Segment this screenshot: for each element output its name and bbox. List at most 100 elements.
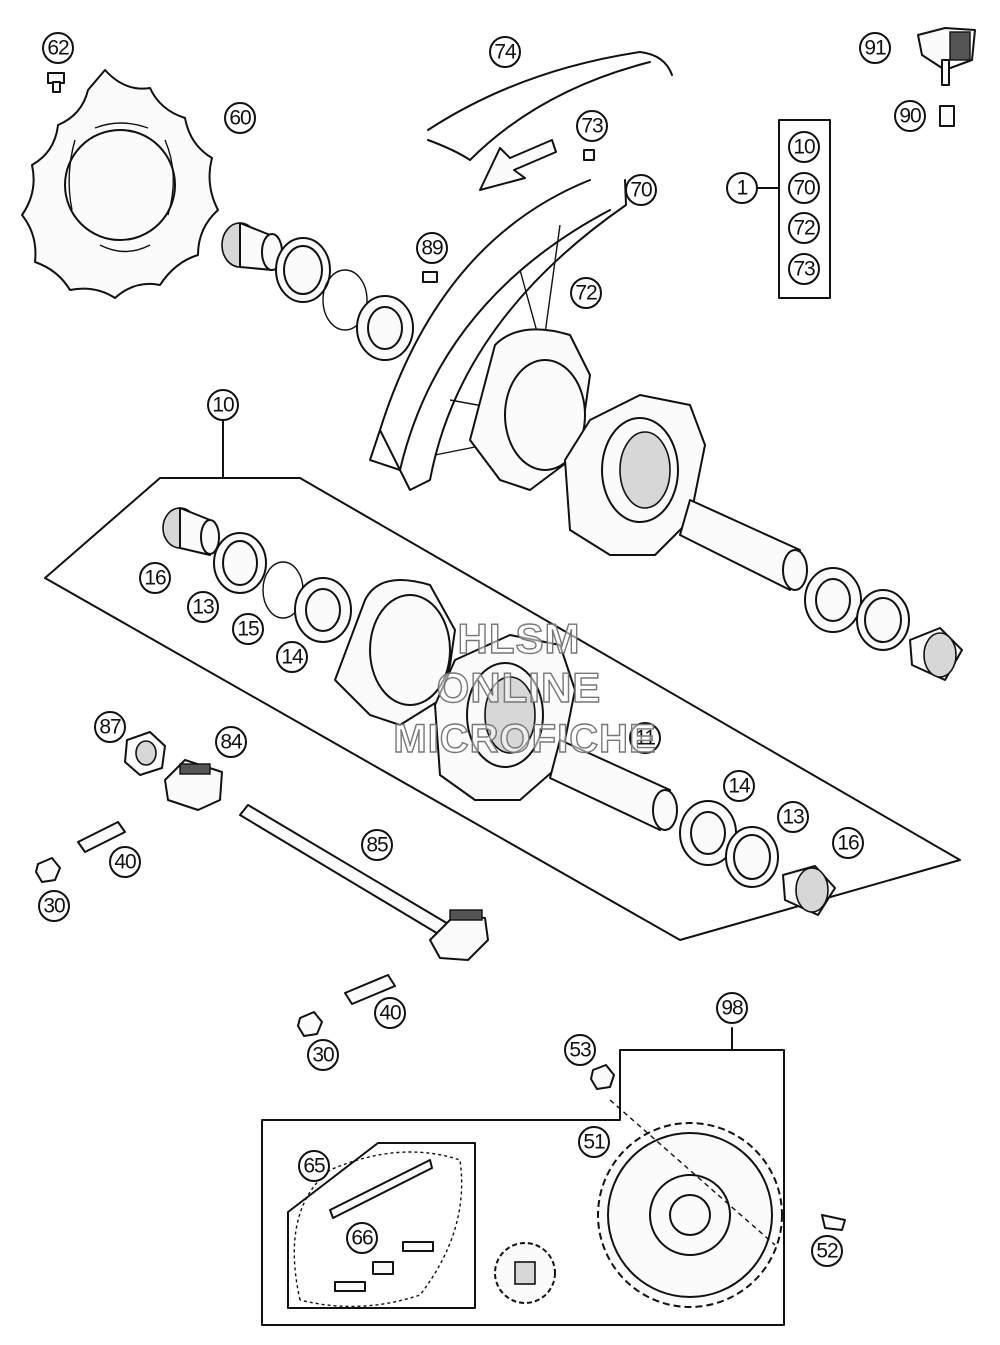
hub-group-outline (44, 419, 961, 941)
nut-53 (590, 1064, 615, 1090)
svg-text:73: 73 (581, 115, 603, 138)
callout-1: 1 (726, 172, 758, 204)
watermark: HLSM ONLINE MICROFICHE (393, 614, 657, 761)
nut-30-bottom (297, 1011, 323, 1037)
svg-text:66: 66 (351, 1227, 373, 1250)
svg-text:13: 13 (782, 806, 804, 829)
spacer-upper-right (909, 627, 963, 681)
sleeve-11 (549, 739, 678, 831)
callout-11: 11 (629, 722, 661, 754)
part-90 (939, 105, 955, 127)
chain-adjuster-84 (164, 759, 223, 811)
svg-text:85: 85 (366, 834, 388, 857)
callout-40-top: 40 (109, 846, 141, 878)
callout-90: 90 (894, 100, 926, 132)
svg-text:51: 51 (583, 1131, 605, 1154)
callout-14-right: 14 (723, 770, 755, 802)
callout-14-left: 14 (276, 641, 308, 673)
svg-text:87: 87 (99, 716, 121, 739)
svg-text:72: 72 (575, 282, 597, 305)
callout-kit-72: 72 (788, 212, 820, 244)
callout-16-left: 16 (139, 562, 171, 594)
svg-text:1: 1 (737, 177, 748, 200)
hub-11 (334, 579, 576, 801)
callout-72: 72 (570, 277, 602, 309)
callout-13-right: 13 (777, 801, 809, 833)
callout-87: 87 (94, 711, 126, 743)
callout-30-bottom: 30 (307, 1039, 339, 1071)
tire-74 (427, 51, 673, 161)
svg-text:10: 10 (212, 394, 234, 417)
svg-text:16: 16 (837, 832, 859, 855)
svg-text:30: 30 (43, 895, 65, 918)
seal-upper-left (275, 237, 331, 303)
callout-52: 52 (811, 1235, 843, 1267)
callout-kit-73: 73 (788, 253, 820, 285)
svg-text:16: 16 (144, 567, 166, 590)
callout-15: 15 (232, 613, 264, 645)
chain-65 (293, 1151, 463, 1308)
svg-text:11: 11 (635, 727, 655, 750)
svg-text:65: 65 (303, 1155, 325, 1178)
rear-sprocket-51 (597, 1099, 783, 1308)
tire-lever-91 (917, 27, 976, 86)
callout-74: 74 (489, 36, 521, 68)
rim-70 (369, 179, 627, 491)
callout-13-left: 13 (187, 591, 219, 623)
spacer-16-right (782, 865, 836, 916)
callout-98: 98 (716, 992, 748, 1024)
svg-text:14: 14 (281, 646, 304, 669)
kit-box (757, 119, 831, 299)
callout-65: 65 (298, 1150, 330, 1182)
callout-kit-10: 10 (788, 131, 820, 163)
front-sprocket (494, 1242, 556, 1304)
svg-text:53: 53 (569, 1039, 591, 1062)
brake-disc-60 (21, 69, 219, 299)
svg-text:52: 52 (816, 1240, 838, 1263)
hub-assembly-upper (469, 328, 706, 556)
svg-text:90: 90 (899, 105, 921, 128)
callout-60: 60 (224, 102, 256, 134)
callout-91: 91 (859, 32, 891, 64)
bearing-upper-right (804, 567, 862, 633)
svg-text:40: 40 (114, 851, 136, 874)
axle-85 (239, 804, 489, 961)
svg-text:15: 15 (237, 618, 259, 641)
callout-40-bottom: 40 (374, 997, 406, 1029)
nut-30-top (35, 857, 61, 883)
spacer-upper-left (221, 222, 283, 271)
svg-text:98: 98 (721, 997, 743, 1020)
svg-text:40: 40 (379, 1002, 401, 1025)
callout-89: 89 (416, 232, 448, 264)
bearing-14-right (679, 800, 737, 866)
watermark-line-2: ONLINE (437, 664, 602, 711)
seal-upper-right (856, 589, 910, 651)
svg-text:62: 62 (47, 37, 69, 60)
rotation-arrow (479, 139, 557, 191)
svg-text:60: 60 (229, 107, 251, 130)
axle-nut-87 (124, 731, 166, 776)
seal-13-right (725, 826, 779, 888)
callout-30-top: 30 (38, 890, 70, 922)
chain-link-66 (334, 1241, 434, 1292)
sleeve-upper-right (679, 499, 808, 591)
svg-text:84: 84 (220, 731, 243, 754)
nipple-89 (422, 271, 438, 283)
callout-53: 53 (564, 1034, 596, 1066)
svg-text:10: 10 (793, 136, 815, 159)
callout-10: 10 (207, 389, 239, 421)
svg-text:13: 13 (192, 596, 214, 619)
bolt-52 (821, 1214, 846, 1231)
bearing-upper-left (356, 295, 414, 361)
watermark-line-3: MICROFICHE (393, 717, 656, 761)
svg-text:74: 74 (494, 41, 517, 64)
svg-text:30: 30 (312, 1044, 334, 1067)
bolt-62 (47, 72, 65, 93)
svg-text:72: 72 (793, 217, 815, 240)
seal-13-left (213, 532, 267, 594)
callout-16-right: 16 (832, 827, 864, 859)
svg-text:70: 70 (630, 179, 652, 202)
callout-kit-70: 70 (788, 172, 820, 204)
callout-85: 85 (361, 829, 393, 861)
